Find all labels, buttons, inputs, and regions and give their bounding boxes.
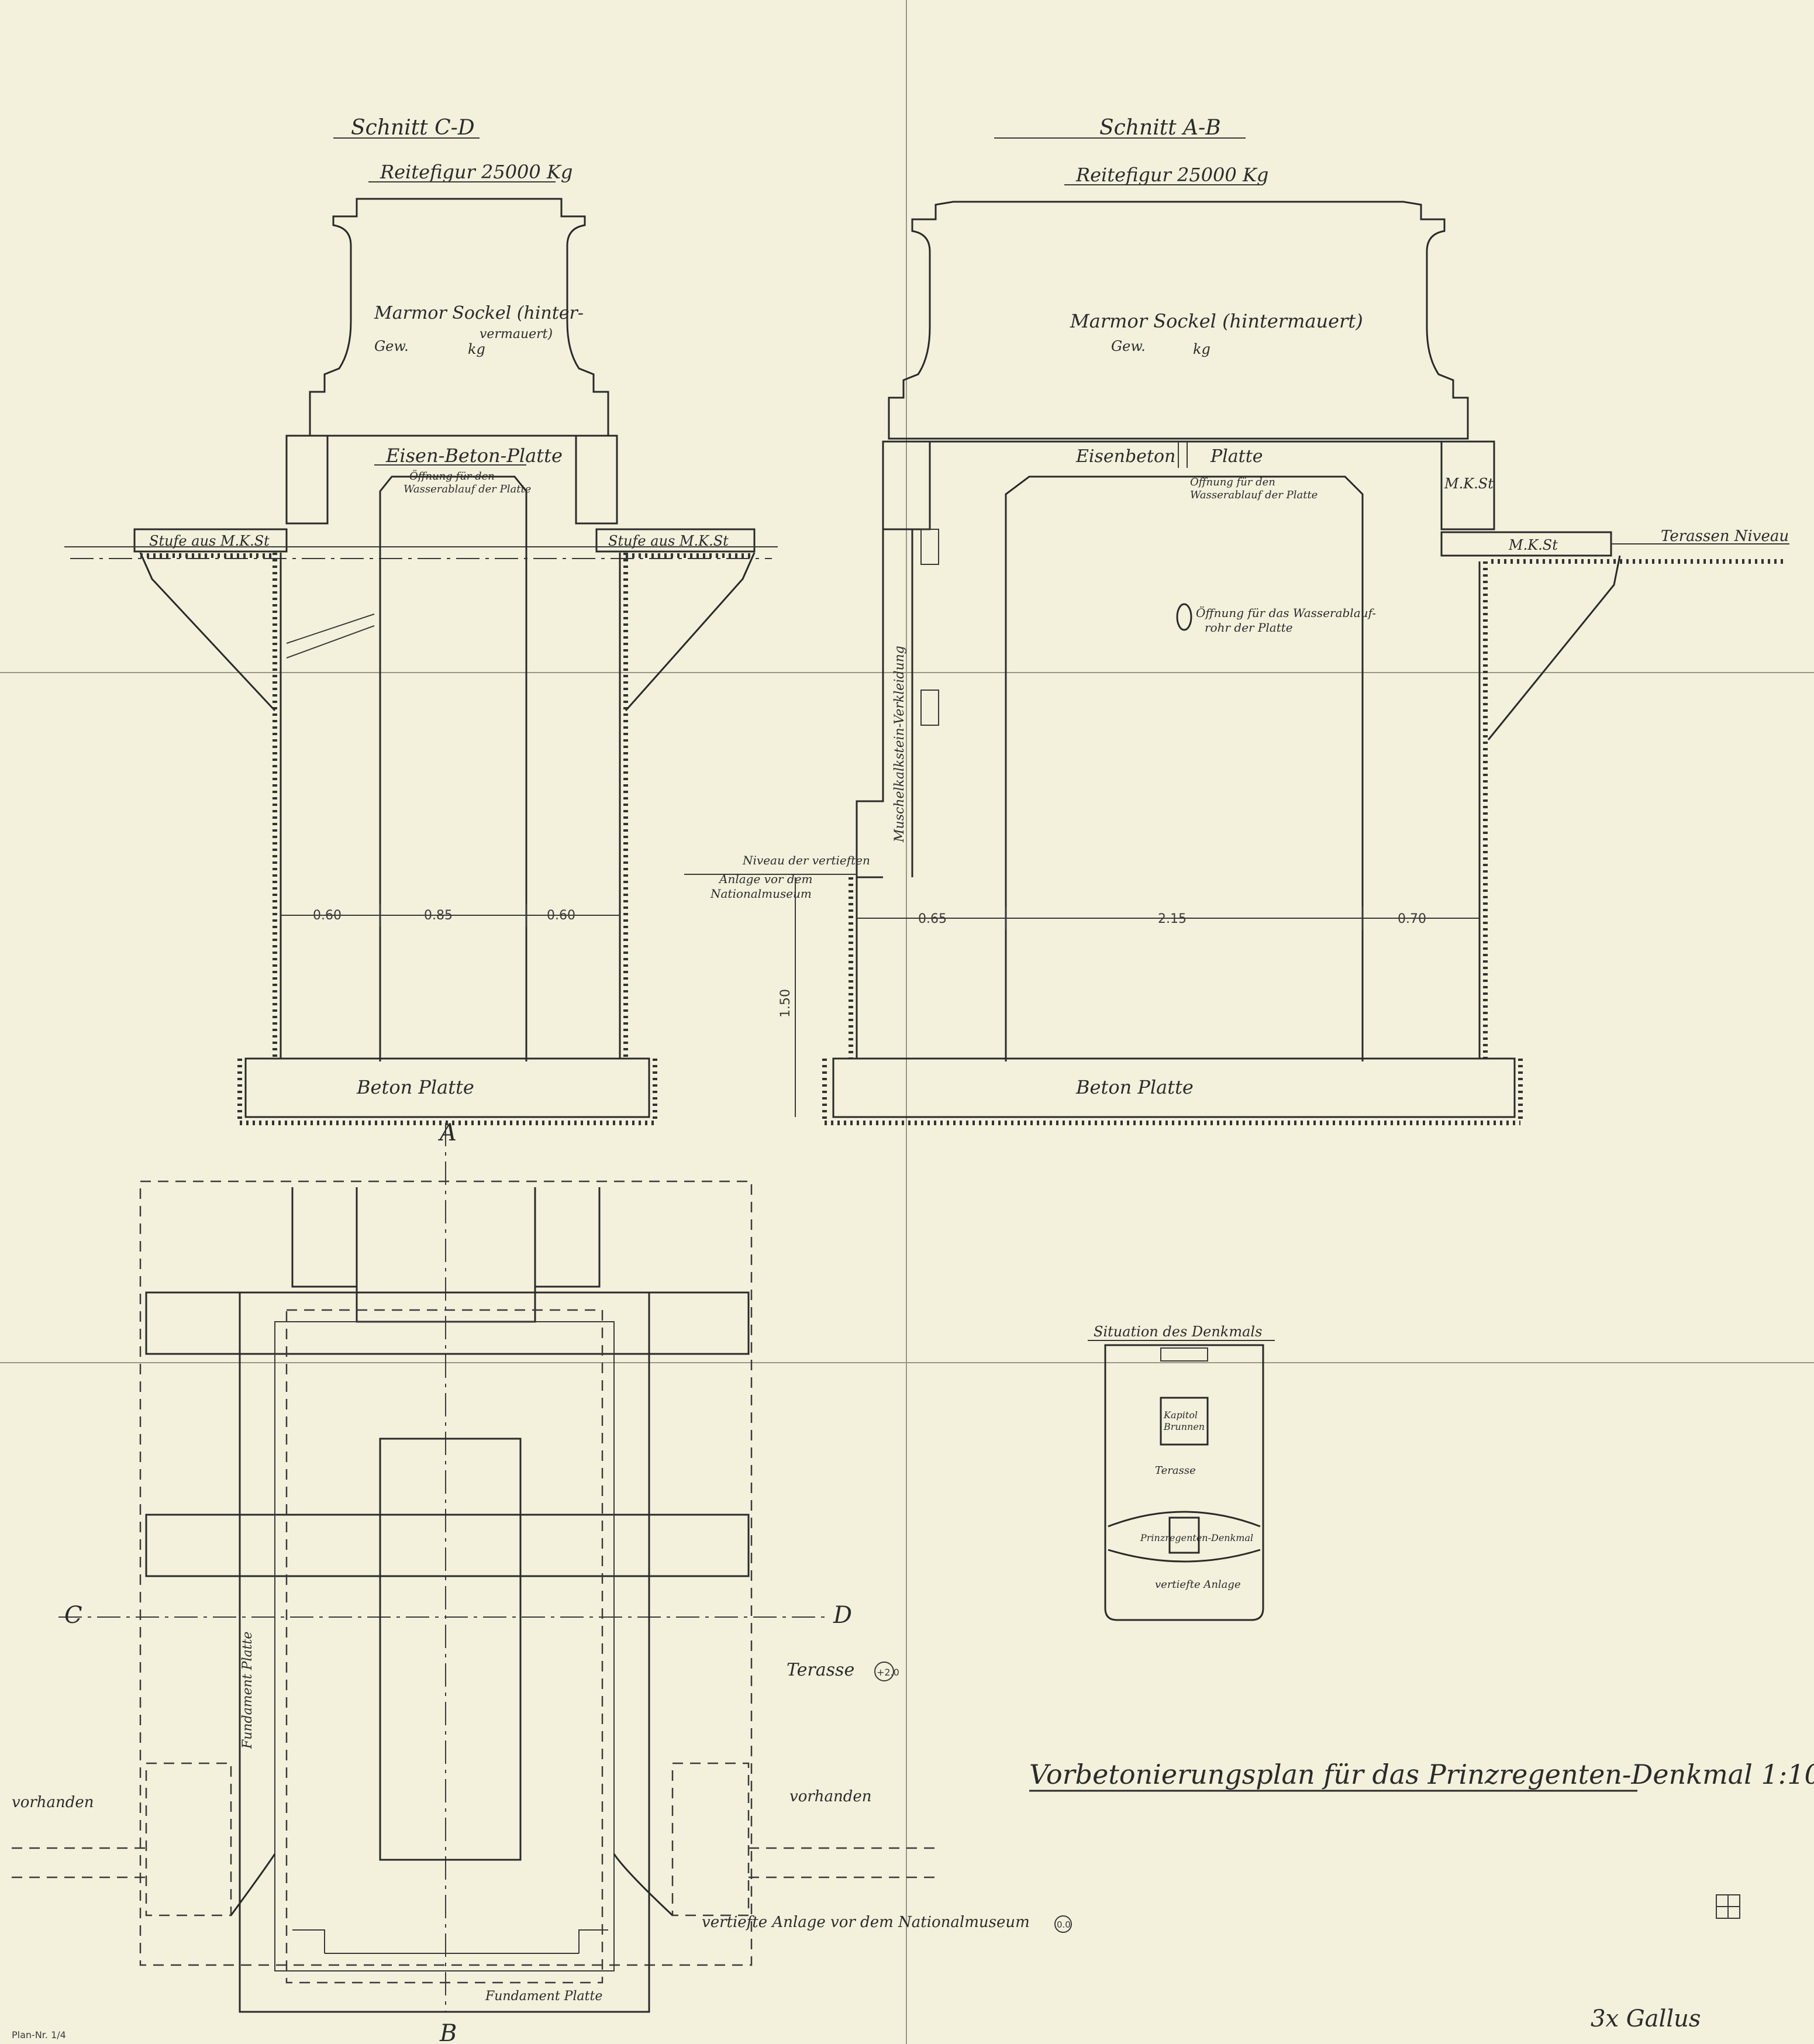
section-ab-drain2: rohr der Platte <box>1205 621 1293 635</box>
plan-existing-right: vorhanden <box>789 1788 872 1805</box>
section-ab-niveau3: Nationalmuseum <box>710 887 812 901</box>
section-ab-pedestal <box>888 201 1469 440</box>
section-ab-niveau: Niveau der vertieften <box>742 853 870 867</box>
plan-marker-a: A <box>437 1119 457 1146</box>
section-cd-dim1: 0.60 <box>313 908 342 923</box>
section-ab-mk: M.K.St <box>1444 475 1494 492</box>
section-ab-dim3: 0.70 <box>1398 912 1426 926</box>
plan-sunken-level: 0.0 <box>1057 1919 1071 1930</box>
section-ab-opening2: Wasserablauf der Platte <box>1190 489 1318 501</box>
section-ab-base-label: Beton Platte <box>1075 1076 1194 1098</box>
plan-marker-d: D <box>833 1602 852 1629</box>
section-cd-plate-label: Eisen-Beton-Platte <box>385 444 563 467</box>
section-cd-weight: Gew. <box>374 338 409 354</box>
section-cd-opening2: Wasserablauf der Platte <box>404 483 531 495</box>
section-ab: Schnitt A-B Reitefigur 25000 Kg Marmor S… <box>684 116 1789 1125</box>
section-ab-dim1: 0.65 <box>918 912 947 926</box>
section-cd-dim3: 0.60 <box>547 908 575 923</box>
plan-sunken: vertiefte Anlage vor dem Nationalmuseum <box>702 1914 1030 1931</box>
section-cd-base-label: Beton Platte <box>356 1076 474 1098</box>
corner-mark: Plan-Nr. 1/4 <box>12 2029 66 2040</box>
site-plan-box-label2: Brunnen <box>1163 1421 1205 1432</box>
section-cd-title: Schnitt C-D <box>351 116 475 140</box>
section-ab-plate-left: Eisenbeton <box>1075 446 1175 467</box>
signature: 3x Gallus <box>1591 2005 1701 2032</box>
section-cd-pedestal <box>309 198 609 437</box>
plan-foundation-side: Fundament Platte <box>240 1632 255 1749</box>
section-ab-drain: Öffnung für das Wasserablauf- <box>1196 605 1376 620</box>
section-ab-niveau2: Anlage vor dem <box>718 872 813 886</box>
section-ab-title: Schnitt A-B <box>1099 116 1221 140</box>
plan-foundation-bottom: Fundament Platte <box>485 1989 602 2004</box>
section-ab-load: Reitefigur 25000 Kg <box>1075 164 1268 186</box>
section-ab-weight-unit: kg <box>1193 341 1211 357</box>
section-ab-mk2: M.K.St <box>1508 537 1558 553</box>
section-ab-weight: Gew. <box>1111 338 1146 354</box>
site-plan-terrace: Terasse <box>1155 1464 1196 1477</box>
site-plan: Situation des Denkmals Kapitol Brunnen T… <box>1088 1323 1275 1621</box>
section-ab-opening: Öffnung für den <box>1190 475 1275 488</box>
plan-existing-left: vorhanden <box>12 1794 94 1811</box>
section-cd-weight-unit: kg <box>468 341 485 357</box>
site-plan-title: Situation des Denkmals <box>1094 1323 1262 1340</box>
site-plan-box-label: Kapitol <box>1163 1409 1198 1421</box>
section-cd-pedestal-label: Marmor Sockel (hinter- <box>374 303 584 323</box>
section-ab-terrace: Terassen Niveau <box>1661 528 1789 545</box>
plan-terrace: Terasse <box>787 1660 854 1680</box>
section-cd-dim2: 0.85 <box>424 908 453 923</box>
section-cd: Schnitt C-D Reitefigur 25000 Kg Marmor S… <box>64 116 778 1125</box>
plan-terrace-level: +2.0 <box>877 1667 899 1678</box>
plan-marker-c: C <box>64 1602 82 1629</box>
section-ab-height-dim: 1.50 <box>778 989 793 1018</box>
section-ab-pedestal-label: Marmor Sockel (hintermauert) <box>1070 310 1363 332</box>
section-ab-plate-right: Platte <box>1210 446 1263 467</box>
section-ab-dim2: 2.15 <box>1158 912 1187 926</box>
section-ab-wall-label: Muschelkalkstein-Verkleidung <box>892 646 907 843</box>
plan-marker-b: B <box>439 2020 457 2044</box>
plan-view: A B C D Terasse +2.0 vorhanden vorhanden <box>12 1119 1072 2044</box>
section-cd-pedestal-label2: vermauert) <box>480 327 553 342</box>
title-block: Vorbetonierungsplan für das Prinzregente… <box>12 1759 1814 2040</box>
section-cd-load: Reitefigur 25000 Kg <box>380 161 573 183</box>
site-plan-monument: Prinzregenten-Denkmal <box>1140 1532 1253 1543</box>
site-plan-sunken: vertiefte Anlage <box>1155 1578 1241 1591</box>
main-title: Vorbetonierungsplan für das Prinzregente… <box>1029 1759 1814 1790</box>
